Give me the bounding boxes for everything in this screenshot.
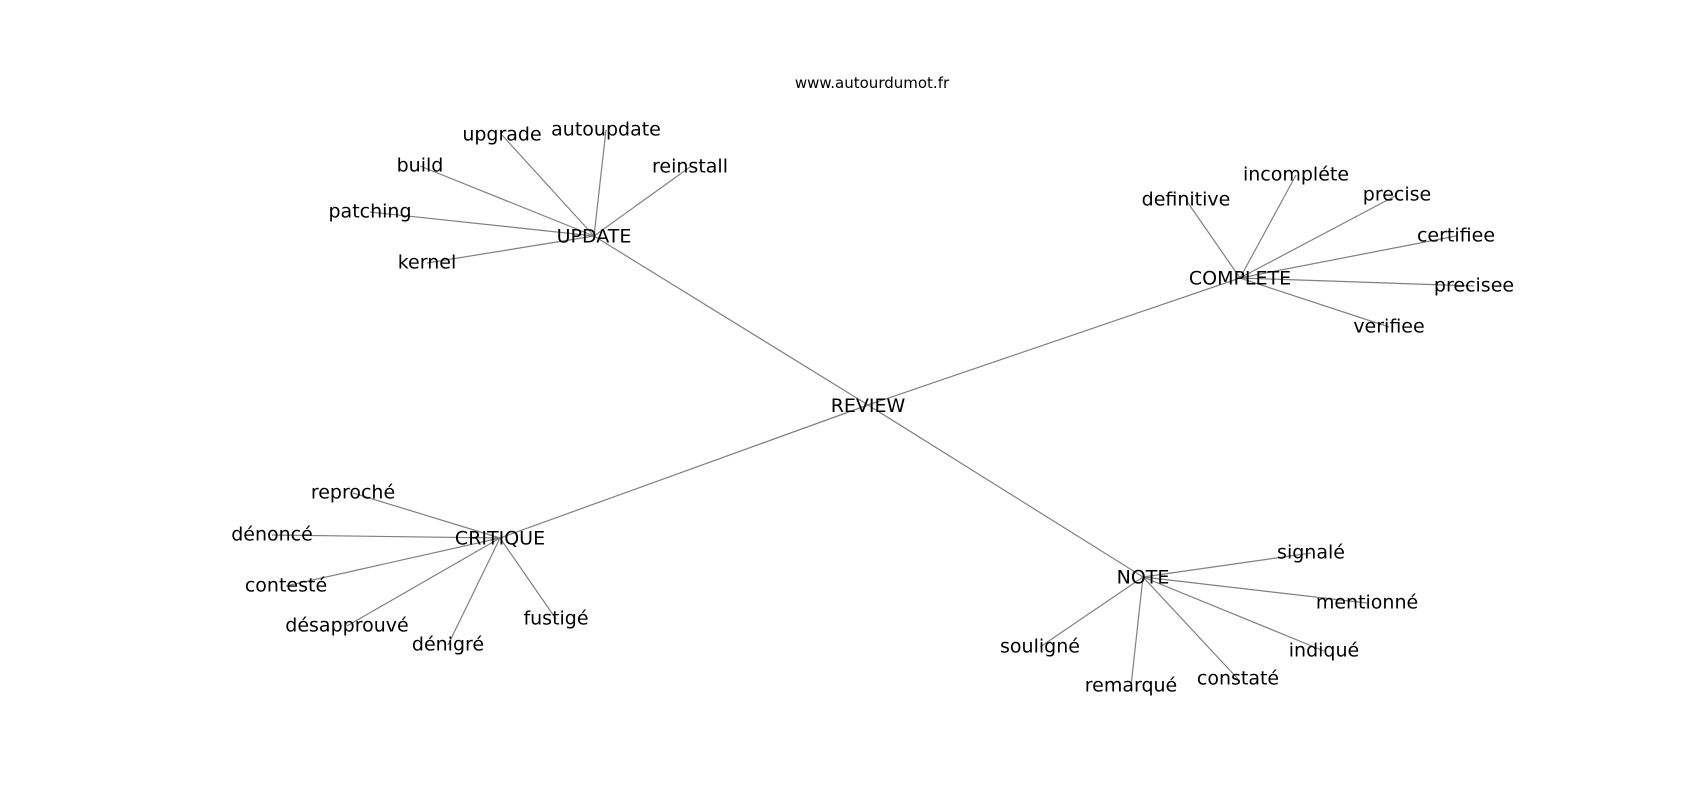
edge-complete-4 (1239, 277, 1475, 287)
edge-note-4 (1130, 576, 1144, 687)
edge-note-5 (1039, 576, 1144, 648)
edge-critique-2 (285, 537, 501, 587)
edge-critique-1 (271, 534, 501, 539)
edge-note-3 (1142, 576, 1239, 680)
edge-root-complete (867, 277, 1241, 406)
leaf-node-critique: dénigré (412, 634, 484, 656)
leaf-node-complete: verifiee (1353, 316, 1424, 338)
edge-complete-5 (1239, 277, 1390, 328)
hub-node-critique: CRITIQUE (455, 528, 545, 550)
site-url: www.autourdumot.fr (795, 74, 950, 92)
edge-update-2 (593, 166, 691, 237)
leaf-node-update: upgrade (462, 124, 541, 146)
graph-edges (271, 129, 1475, 687)
leaf-node-update: kernel (398, 252, 457, 274)
edge-note-0 (1142, 552, 1312, 578)
leaf-node-critique: contesté (245, 575, 327, 597)
edge-critique-3 (346, 537, 501, 627)
edge-update-0 (501, 134, 595, 237)
edge-complete-3 (1239, 235, 1457, 279)
leaf-node-note: constaté (1197, 668, 1279, 690)
hub-node-note: NOTE (1117, 567, 1170, 589)
leaf-node-critique: reproché (311, 482, 395, 504)
leaf-node-critique: désapprouvé (285, 615, 408, 637)
edge-complete-0 (1185, 199, 1241, 279)
root-node: REVIEW (831, 395, 906, 417)
graph-nodes: UPDATE upgrade autoupdate reinstall build pat… (231, 119, 1514, 697)
hub-node-complete: COMPLETE (1189, 268, 1291, 290)
leaf-node-note: signalé (1277, 542, 1345, 564)
leaf-node-update: build (397, 155, 444, 177)
leaf-node-complete: incompléte (1243, 164, 1349, 186)
leaf-node-complete: certifiee (1417, 225, 1495, 247)
edge-root-note (867, 404, 1144, 578)
edge-root-update (593, 235, 869, 406)
leaf-node-critique: dénoncé (231, 524, 313, 546)
leaf-node-update: autoupdate (551, 119, 661, 141)
edge-critique-4 (447, 537, 501, 646)
edge-note-1 (1142, 576, 1368, 604)
leaf-node-critique: fustigé (523, 608, 588, 630)
edge-critique-5 (499, 537, 557, 620)
leaf-node-update: patching (328, 201, 411, 223)
edge-note-2 (1142, 576, 1325, 652)
leaf-node-note: indiqué (1289, 640, 1359, 662)
leaf-node-complete: precise (1363, 184, 1431, 206)
edge-update-1 (593, 129, 607, 237)
leaf-node-note: mentionné (1316, 592, 1418, 614)
edge-complete-2 (1239, 194, 1398, 279)
edge-complete-1 (1239, 174, 1297, 279)
leaf-node-note: remarqué (1085, 675, 1178, 697)
leaf-node-complete: definitive (1142, 189, 1231, 211)
leaf-node-complete: precisee (1434, 275, 1514, 297)
edge-update-3 (419, 165, 595, 237)
leaf-node-note: souligné (1000, 636, 1080, 658)
edge-update-5 (426, 235, 595, 264)
hub-node-update: UPDATE (557, 226, 632, 248)
edge-root-critique (499, 404, 869, 539)
edge-update-4 (369, 211, 595, 237)
edge-critique-0 (352, 492, 501, 539)
leaf-node-update: reinstall (652, 156, 728, 178)
